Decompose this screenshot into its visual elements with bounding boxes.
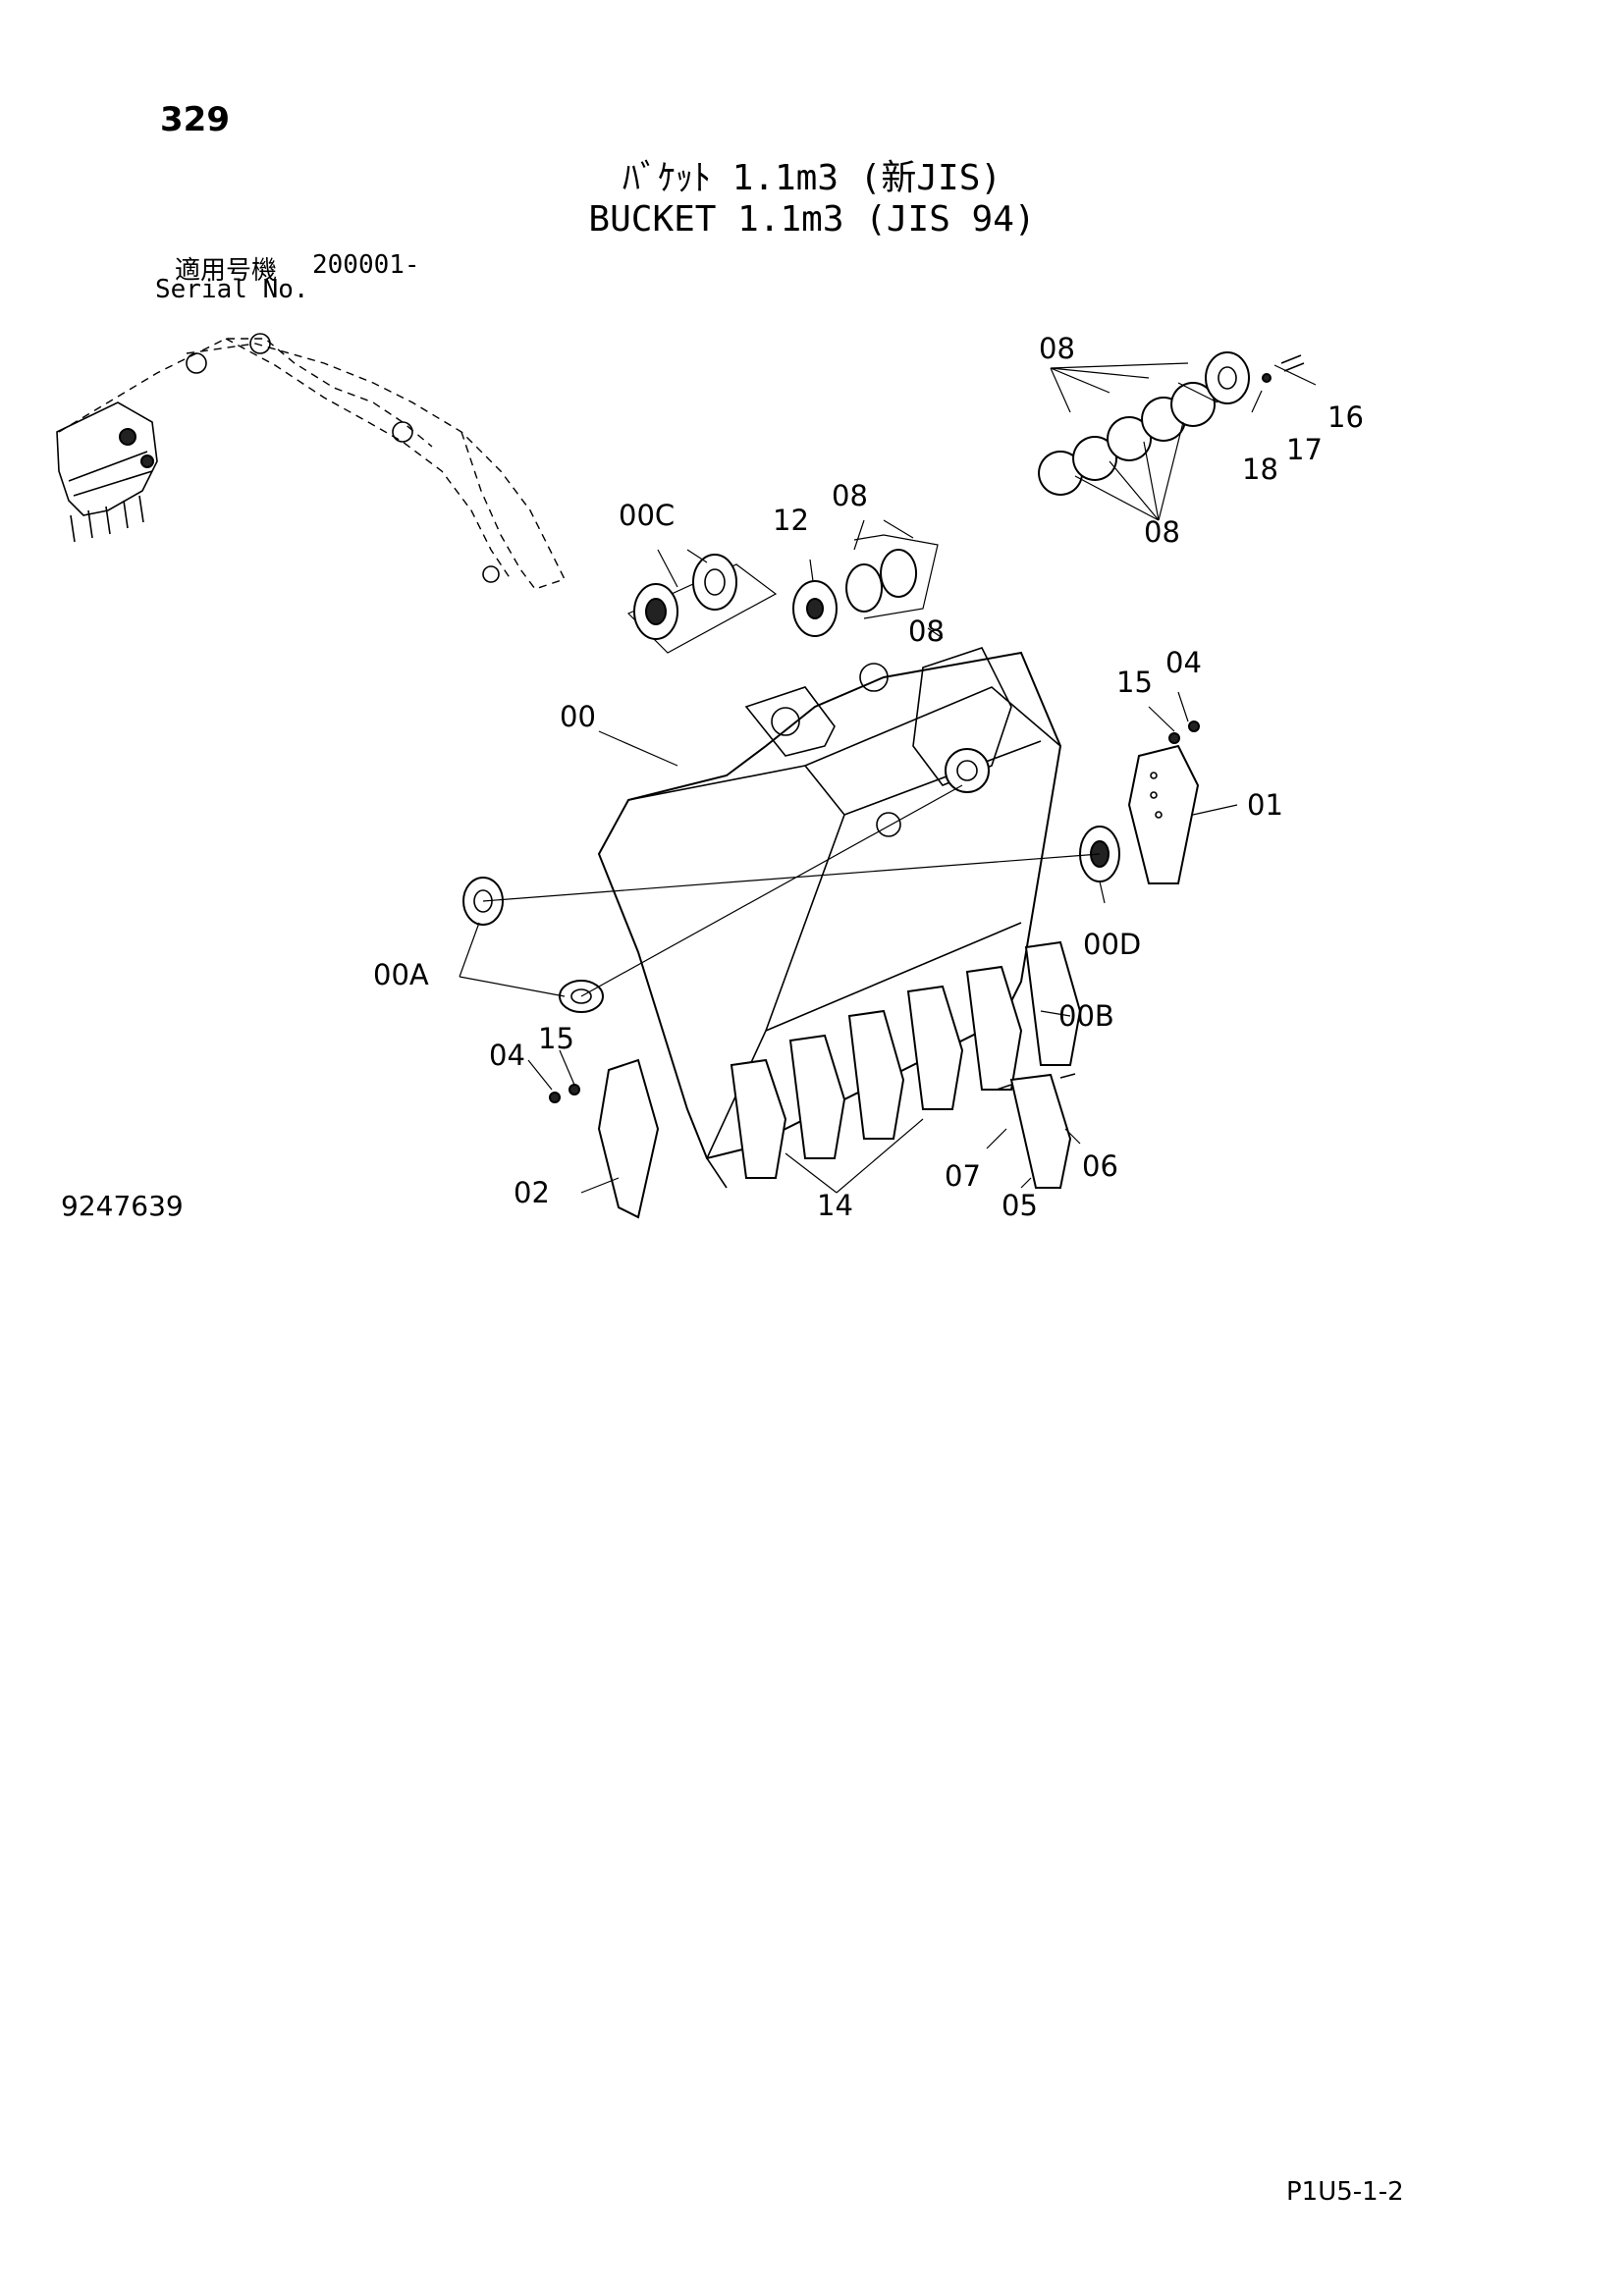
callout-label: 00B [1058,999,1114,1033]
page-number: 329 [160,100,230,139]
callout-label: 04 [1165,646,1202,679]
callout-label: 08 [832,479,868,512]
side-cutters [549,721,1200,1219]
shim-stack-upper [1038,351,1305,521]
callout-label: 08 [908,614,945,648]
callout-label: 00A [373,958,429,991]
callout-label: 06 [1082,1149,1118,1183]
bushings-upper [626,534,939,654]
serial-label-english: Serial No. [155,275,309,304]
callout-label: 15 [538,1022,574,1055]
callout-label: 00 [560,700,596,733]
page-code: P1U5-1-2 [1286,2177,1404,2207]
callout-label: 12 [773,504,809,537]
callout-label: 18 [1242,453,1278,486]
title-japanese: ﾊﾞｹｯﾄ 1.1m3 (新JIS) [622,158,1002,198]
callout-label: 02 [514,1176,550,1209]
callout-label: 01 [1247,788,1283,822]
callout-label: 07 [945,1159,981,1193]
callout-label: 14 [817,1189,853,1222]
excavator-arm-inset [56,333,566,590]
callout-label: 16 [1327,400,1364,434]
illustration-id: 9247639 [61,1190,184,1222]
callout-label: 15 [1116,666,1153,699]
callout-label: 04 [489,1039,525,1072]
callout-label: 05 [1001,1189,1038,1222]
leader-lines [459,364,1317,1194]
bucket-teeth [730,940,1082,1189]
bushings-lower [462,784,1120,1013]
callout-label: 00D [1083,928,1141,961]
callout-label: 08 [1144,515,1180,549]
serial-number-value: 200001- [312,250,420,280]
title-english: BUCKET 1.1m3 (JIS 94) [588,199,1036,240]
callout-label: 08 [1039,332,1075,365]
callout-labels: 08 16 17 18 08 00C 12 08 08 00 15 04 01 … [373,332,1364,1222]
serial-label-japanese: 適用号機 [175,256,278,286]
callout-label: 00C [619,499,675,532]
callout-label: 17 [1286,433,1323,466]
